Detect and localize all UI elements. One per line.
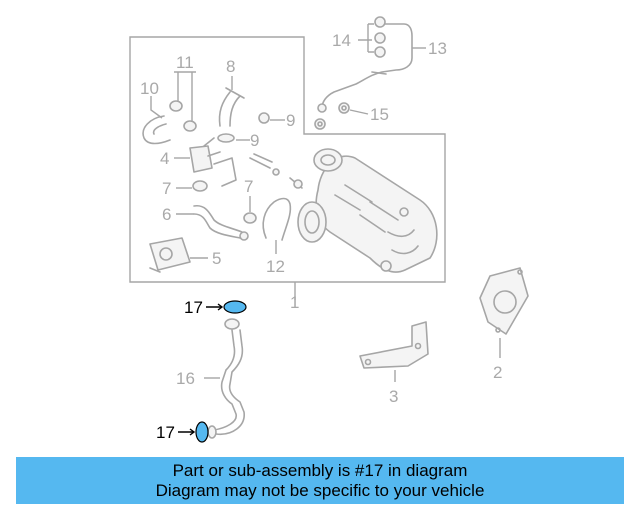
hose-10 [142,115,171,145]
callout-9b: 9 [250,131,259,150]
hose-6 [193,204,243,239]
callout-3: 3 [389,387,398,406]
callout-17-lower: 17 [156,423,175,442]
callout-2: 2 [493,363,502,382]
hose-6-end [239,231,249,241]
clamps-11 [169,100,197,132]
actuator-5 [149,237,191,273]
banner-line-2: Diagram may not be specific to your vehi… [155,480,485,500]
callout-13: 13 [428,39,447,58]
callout-7b: 7 [244,177,253,196]
hose-8 [218,87,245,127]
washers-15 [314,102,350,130]
oil-line-16 [207,318,245,439]
turbocharger-manifold [297,148,438,273]
hose-12 [262,197,292,241]
parts-diagram: 1 2 3 4 5 6 7 7 8 9 9 10 11 12 13 14 15 … [129,16,529,443]
callout-6: 6 [162,205,171,224]
callout-15: 15 [370,105,389,124]
callout-5: 5 [212,249,221,268]
callout-11: 11 [176,53,194,72]
callout-1: 1 [290,293,299,312]
callout-17-upper: 17 [184,298,203,317]
callout-9a: 9 [286,111,295,130]
gasket-17-lower [195,421,209,443]
leader-lines [150,23,501,436]
callout-10: 10 [140,79,159,98]
callout-7a: 7 [162,179,171,198]
callout-12: 12 [266,257,285,276]
bolts-9 [217,112,270,143]
bracket-3 [359,321,429,369]
callout-14: 14 [332,31,351,50]
bracket-small [213,157,237,187]
gasket-17-upper [223,300,247,314]
info-banner: Part or sub-assembly is #17 in diagram D… [16,457,624,504]
oil-line-13-14 [317,16,413,113]
callout-8: 8 [226,57,235,76]
valve-4 [189,137,221,173]
gasket-2 [479,267,529,335]
assembly-frame [129,36,446,283]
callout-16: 16 [176,369,195,388]
callout-4: 4 [160,149,169,168]
studs-manifold [249,153,303,189]
clips-7 [192,180,257,224]
banner-line-1: Part or sub-assembly is #17 in diagram [172,460,468,480]
